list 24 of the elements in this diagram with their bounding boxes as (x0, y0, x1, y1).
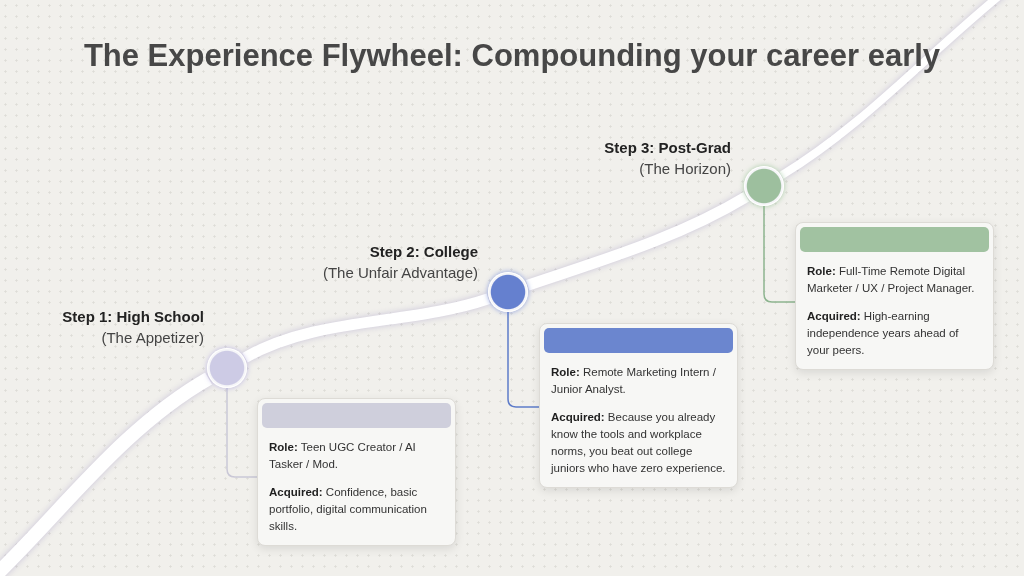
step-subtitle: (The Appetizer) (101, 328, 204, 348)
milestone-dot (207, 348, 247, 388)
card-text: Role: Teen UGC Creator / AI Tasker / Mod. (269, 440, 417, 472)
card-text: Role: Full-Time Remote Digital Marketer / UX / Project Manager. (807, 264, 976, 296)
milestone-dot (744, 166, 784, 206)
title: The Experience Flywheel: Compounding your career early (83, 37, 941, 75)
milestone-dot (488, 272, 528, 312)
card-text: Acquired: Confidence, basic portfolio, digital communication skills. (269, 485, 428, 534)
card-text: Acquired: High-earning independence years ahead of your peers. (807, 309, 960, 358)
card-text: Role: Remote Marketing Intern / Junior Analyst. (551, 365, 717, 397)
step-subtitle: (The Horizon) (639, 159, 731, 179)
card-text: Acquired: Because you already know the tools and workplace norms, you beat out college juniors who have zero experience. (551, 410, 726, 476)
step-card (795, 222, 994, 370)
step-card (257, 398, 456, 546)
leader-line (226, 387, 258, 478)
leader-line (507, 311, 540, 408)
growth-curve (525, 191, 750, 291)
growth-curve (242, 293, 490, 363)
step-subtitle: (The Unfair Advantage) (322, 263, 478, 283)
leader-line (763, 205, 796, 303)
step-card (539, 323, 738, 488)
step-heading: Step 2: College (369, 242, 478, 262)
step-heading: Step 3: Post-Grad (604, 138, 731, 158)
step-heading: Step 1: High School (62, 307, 204, 327)
